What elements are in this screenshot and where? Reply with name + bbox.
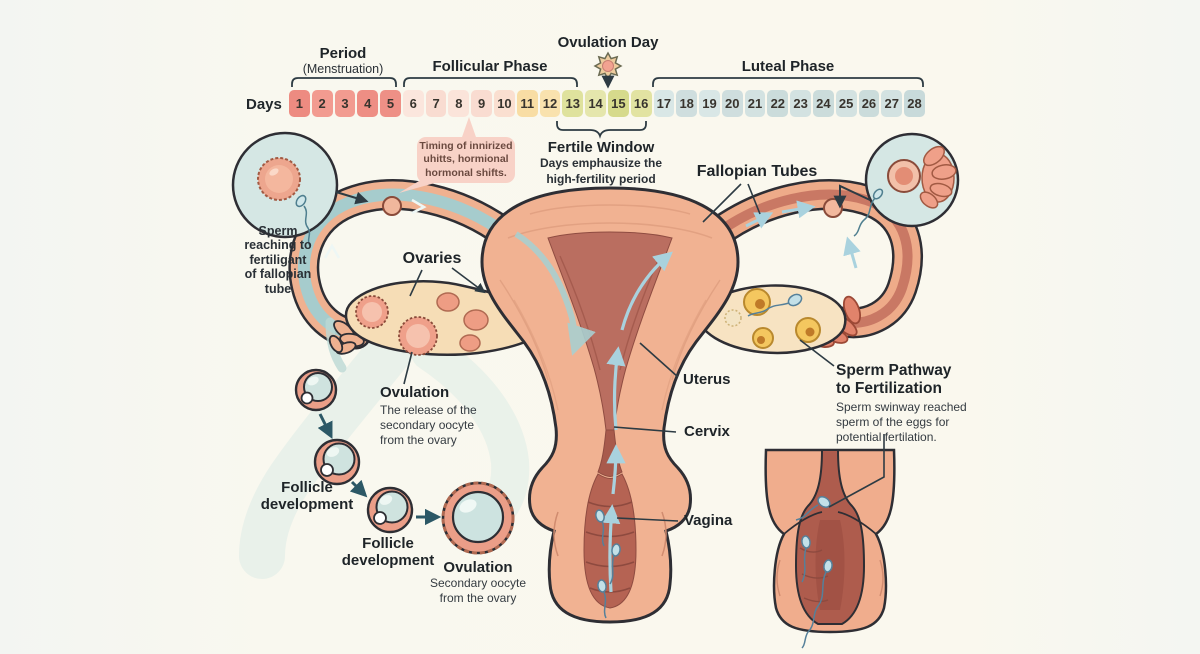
day-cell: 3 [334,90,356,117]
day-cell: 14 [585,90,606,117]
fallopian-tubes-label: Fallopian Tubes [696,163,818,180]
egg-in-left-tube [382,196,402,216]
day-cell: 19 [699,90,720,117]
day-cell: 22 [767,90,789,117]
day-cell: 24 [812,90,834,117]
day-cell: 11 [516,90,538,117]
right-ovary [698,284,847,355]
cervix-inset [764,448,896,649]
day-cell: 27 [881,90,903,117]
vagina-label: Vagina [684,512,733,529]
ovulation-day-label: Ovulation Day [557,34,659,51]
hormone-note-bubble: Timing of innirized uhitts, hormional ho… [417,137,515,183]
day-cell: 18 [676,90,698,117]
period-phase-label: Period [319,45,367,62]
fertilization-inset-right [833,132,960,237]
sperm-icon [295,194,311,247]
day-cell: 15 [607,90,629,117]
cervix-label: Cervix [684,423,730,440]
day-cell: 13 [562,90,584,117]
day-cell: 7 [425,90,447,117]
sperm-icon [795,496,833,649]
sperm-icon [747,293,803,317]
sperm-pathway-title: Sperm Pathway to Fertilization [836,362,952,397]
day-cell: 25 [835,90,857,117]
day-cell: 10 [494,90,515,117]
day-cell: 26 [858,90,880,117]
ovulation-bottom-description: Secondary oocyte from the ovary [429,576,527,605]
day-cell: 1 [289,90,310,117]
ovulation-bottom-title: Ovulation [443,559,513,576]
egg-flow-arrow [514,231,596,356]
day-cell: 28 [904,90,925,117]
day-cell: 16 [630,90,652,117]
sperm-icon [853,188,884,237]
sperm-icon [595,509,621,619]
left-fimbriae [328,320,365,355]
day-cell: 4 [357,90,379,117]
day-cell: 8 [448,90,470,117]
period-phase-sublabel: (Menstruation) [302,62,384,76]
egg-icon [257,157,301,201]
sperm-reaching-note: Sperm reaching to fertiligant of fallopi… [244,224,312,296]
follicle-stage-3 [366,486,414,534]
fertilization-inset-left [231,131,369,247]
days-label: Days [246,96,282,113]
sun-icon [593,51,623,81]
uterus-body [480,186,740,624]
day-cell: 17 [653,90,675,117]
luteal-phase-label: Luteal Phase [741,58,835,75]
follicle-sequence [294,368,515,555]
follicle-stage-1 [294,368,338,412]
day-cell: 2 [311,90,333,117]
uterus-label: Uterus [683,371,731,388]
fertile-window-label: Fertile Window [547,139,655,156]
day-cell: 6 [402,90,424,117]
day-cell: 9 [471,90,493,117]
egg-icon [887,159,921,193]
fertile-window-description: Days emphausize the high-fertility perio… [539,156,663,186]
day-cell: 5 [380,90,401,117]
callout-lines [403,183,885,522]
follicle-development-label-1: Follicle development [260,479,354,514]
day-cell: 23 [790,90,811,117]
ovulated-oocyte [441,481,515,555]
sperm-pathway-description: Sperm swinway reached sperm of the eggs … [836,400,967,444]
ovulation-mid-title: Ovulation [380,384,450,401]
day-cell: 12 [539,90,561,117]
ovulation-mid-description: The release of the secondary oocyte from… [380,403,477,447]
follicle-development-label-2: Follicle development [341,535,435,570]
follicular-phase-label: Follicular Phase [432,58,548,75]
day-cell: 21 [744,90,766,117]
ovaries-label: Ovaries [402,250,462,267]
phase-brackets [291,77,924,139]
follicle-stage-2 [313,438,361,486]
day-cell: 20 [721,90,743,117]
